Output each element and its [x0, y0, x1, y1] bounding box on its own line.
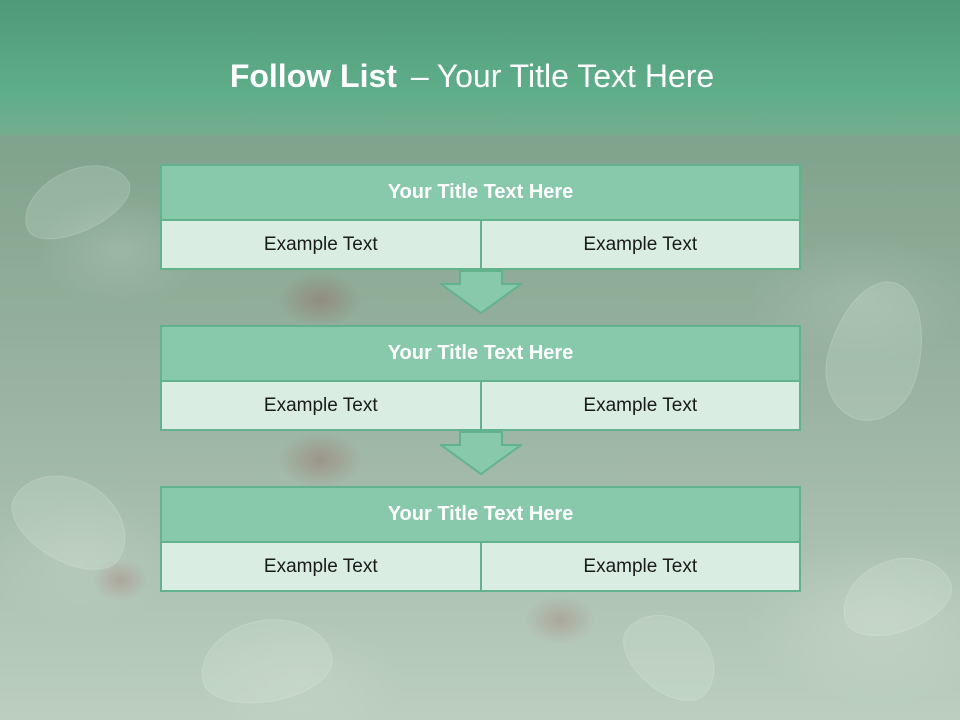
- list-block-1: Your Title Text Here Example Text Exampl…: [160, 164, 801, 270]
- block-cell-left[interactable]: Example Text: [160, 221, 482, 270]
- leaf-shape: [12, 149, 140, 253]
- block-title[interactable]: Your Title Text Here: [160, 486, 801, 543]
- block-title[interactable]: Your Title Text Here: [160, 164, 801, 221]
- block-cell-right[interactable]: Example Text: [481, 382, 801, 431]
- title-rest: Your Title Text Here: [436, 58, 715, 94]
- down-arrow-icon: [440, 431, 522, 475]
- leaf-shape: [0, 454, 145, 588]
- block-row: Example Text Example Text: [160, 543, 801, 592]
- list-block-2: Your Title Text Here Example Text Exampl…: [160, 325, 801, 431]
- title-banner: [0, 0, 960, 135]
- title-dash: –: [410, 58, 429, 94]
- leaf-shape: [831, 543, 960, 649]
- leaf-shape: [608, 595, 734, 717]
- block-cell-left[interactable]: Example Text: [160, 382, 482, 431]
- list-block-3: Your Title Text Here Example Text Exampl…: [160, 486, 801, 592]
- leaf-shape: [193, 609, 339, 713]
- block-cell-right[interactable]: Example Text: [481, 543, 801, 592]
- leaf-shape: [813, 270, 939, 432]
- block-row: Example Text Example Text: [160, 221, 801, 270]
- down-arrow-icon: [440, 270, 522, 314]
- block-row: Example Text Example Text: [160, 382, 801, 431]
- block-cell-left[interactable]: Example Text: [160, 543, 482, 592]
- block-title[interactable]: Your Title Text Here: [160, 325, 801, 382]
- page-title: Follow List–Your Title Text Here: [0, 56, 944, 96]
- title-bold-part: Follow List: [229, 58, 397, 94]
- block-cell-right[interactable]: Example Text: [481, 221, 801, 270]
